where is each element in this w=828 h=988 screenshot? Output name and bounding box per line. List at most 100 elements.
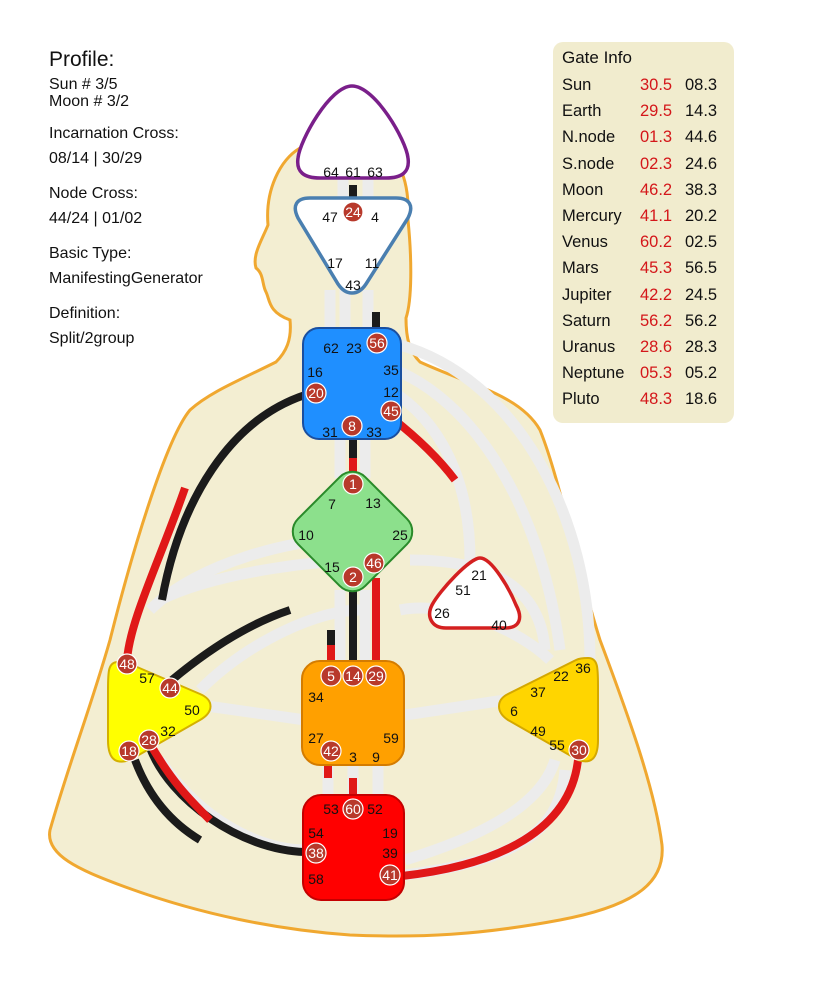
gate-number: 18 (121, 743, 137, 759)
gate-58[interactable]: 58 (308, 871, 324, 887)
ajna-center[interactable] (293, 196, 413, 295)
design-gate: 08.3 (685, 76, 718, 94)
throat-center[interactable] (302, 327, 402, 440)
gate-60[interactable]: 60 (342, 798, 364, 820)
gate-number: 54 (308, 825, 324, 841)
gate-48[interactable]: 48 (116, 653, 138, 675)
gate-23[interactable]: 23 (346, 340, 362, 356)
gate-55[interactable]: 55 (549, 737, 565, 753)
heart-center[interactable] (427, 556, 522, 630)
gate-52[interactable]: 52 (367, 801, 383, 817)
gate-number: 31 (322, 424, 338, 440)
gate-46[interactable]: 46 (363, 552, 385, 574)
gate-7[interactable]: 7 (328, 496, 336, 512)
gate-number: 43 (345, 277, 361, 293)
gate-39[interactable]: 39 (382, 845, 398, 861)
gate-number: 63 (367, 164, 383, 180)
gate-62[interactable]: 62 (323, 340, 339, 356)
gate-badge (320, 665, 342, 687)
gate-17[interactable]: 17 (327, 255, 343, 271)
root-center[interactable] (302, 794, 405, 901)
gate-37[interactable]: 37 (530, 684, 546, 700)
planet-name: S.node (562, 154, 615, 173)
gate-18[interactable]: 18 (118, 740, 140, 762)
gate-61[interactable]: 61 (345, 164, 361, 180)
gate-number: 14 (345, 668, 361, 684)
gate-24[interactable]: 24 (342, 201, 364, 223)
gate-44[interactable]: 44 (159, 677, 181, 699)
gate-1[interactable]: 1 (342, 473, 364, 495)
gate-49[interactable]: 49 (530, 723, 546, 739)
gate-15[interactable]: 15 (324, 559, 340, 575)
gate-47[interactable]: 47 (322, 209, 338, 225)
gate-8[interactable]: 8 (341, 415, 363, 437)
gate-5[interactable]: 5 (320, 665, 342, 687)
personality-gate: 41.1 (640, 207, 673, 225)
gate-3[interactable]: 3 (349, 749, 357, 765)
gate-16[interactable]: 16 (307, 364, 323, 380)
gate-19[interactable]: 19 (382, 825, 398, 841)
gate-34[interactable]: 34 (308, 689, 324, 705)
gate-number: 6 (510, 703, 518, 719)
gate-38[interactable]: 38 (305, 842, 327, 864)
gate-21[interactable]: 21 (471, 567, 487, 583)
sacral-center[interactable] (301, 660, 405, 766)
gate-35[interactable]: 35 (383, 362, 399, 378)
gate-10[interactable]: 10 (298, 527, 314, 543)
gate-9[interactable]: 9 (372, 749, 380, 765)
gate-28[interactable]: 28 (138, 729, 160, 751)
gate-45[interactable]: 45 (380, 400, 402, 422)
gate-40[interactable]: 40 (491, 617, 507, 633)
gate-29[interactable]: 29 (365, 665, 387, 687)
gate-64[interactable]: 64 (323, 164, 339, 180)
head-center[interactable] (295, 84, 411, 180)
gate-14[interactable]: 14 (342, 665, 364, 687)
gate-33[interactable]: 33 (366, 424, 382, 440)
gate-number: 56 (369, 335, 385, 351)
gate-50[interactable]: 50 (184, 702, 200, 718)
gate-41[interactable]: 41 (379, 864, 401, 886)
gate-63[interactable]: 63 (367, 164, 383, 180)
gate-11[interactable]: 11 (365, 255, 380, 271)
gate-number: 7 (328, 496, 336, 512)
gate-badge (118, 740, 140, 762)
gate-number: 25 (392, 527, 408, 543)
gate-27[interactable]: 27 (308, 730, 324, 746)
gate-56[interactable]: 56 (366, 332, 388, 354)
gate-number: 19 (382, 825, 398, 841)
gate-badge (305, 842, 327, 864)
gate-25[interactable]: 25 (392, 527, 408, 543)
gate-20[interactable]: 20 (305, 382, 327, 404)
gate-22[interactable]: 22 (553, 668, 569, 684)
gate-12[interactable]: 12 (383, 384, 399, 400)
gate-42[interactable]: 42 (320, 740, 342, 762)
gate-number: 51 (455, 582, 471, 598)
solar-plexus-center[interactable] (498, 656, 599, 763)
profile-panel: Profile: Sun # 3/5 Moon # 3/2 Incarnatio… (49, 48, 299, 350)
gate-13[interactable]: 13 (365, 495, 381, 511)
gate-53[interactable]: 53 (323, 801, 339, 817)
gate-2[interactable]: 2 (342, 566, 364, 588)
gate-59[interactable]: 59 (383, 730, 399, 746)
gate-32[interactable]: 32 (160, 723, 176, 739)
active-channels (123, 185, 582, 880)
personality-gate: 46.2 (640, 180, 673, 199)
gate-badge (342, 798, 364, 820)
gate-54[interactable]: 54 (308, 825, 324, 841)
gate-4[interactable]: 4 (371, 209, 379, 225)
gate-badge (365, 665, 387, 687)
gate-36[interactable]: 36 (575, 660, 591, 676)
gate-30[interactable]: 30 (568, 739, 590, 761)
gate-number: 64 (323, 164, 339, 180)
gate-43[interactable]: 43 (345, 277, 361, 293)
gate-57[interactable]: 57 (139, 670, 155, 686)
gate-number: 48 (119, 656, 135, 672)
gate-26[interactable]: 26 (434, 605, 450, 621)
planet-name: Earth (562, 102, 602, 121)
gate-6[interactable]: 6 (510, 703, 518, 719)
gate-51[interactable]: 51 (455, 582, 471, 598)
gate-31[interactable]: 31 (322, 424, 338, 440)
